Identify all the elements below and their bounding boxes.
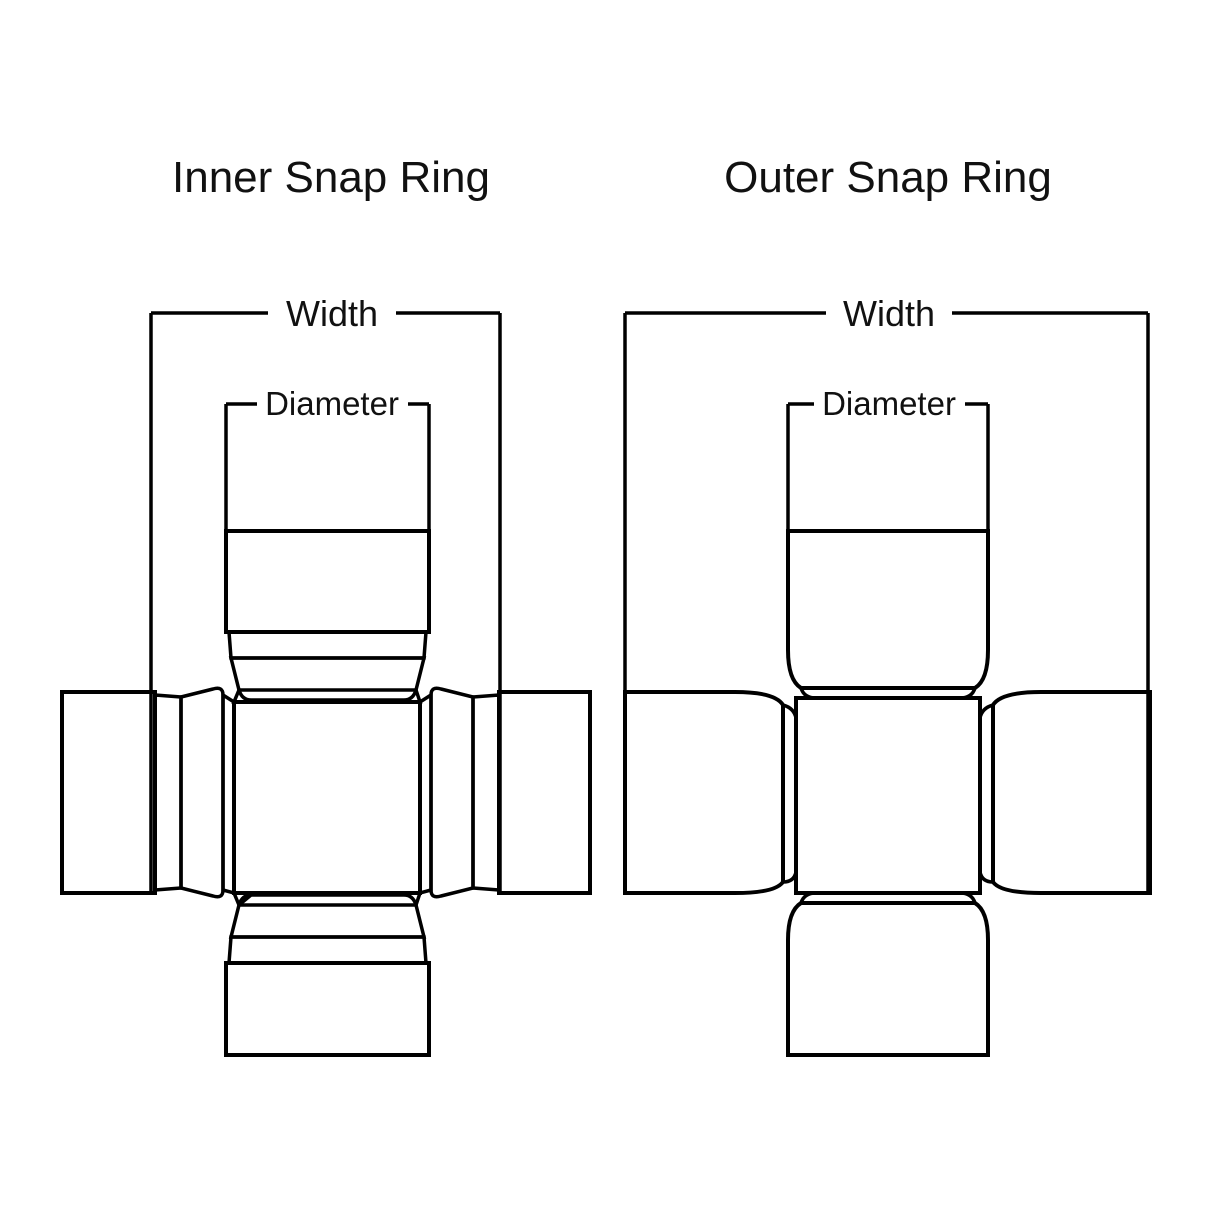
bearing-cap-top-outer [786,529,990,700]
panel-title-outer-snap-ring: Outer Snap Ring [724,153,1052,202]
snap-ring-groove-top-inner [227,630,428,660]
cap-taper-top-inner [228,656,427,702]
panel-outer-snap-ring: Outer Snap Ring Width Diameter [623,153,1152,1057]
diameter-dimension-outer: Diameter [786,385,990,531]
cap-taper-right-inner [429,686,475,899]
width-label-outer: Width [843,293,935,334]
snap-ring-groove-bottom-inner [227,935,428,965]
width-dimension-outer: Width [623,293,1150,893]
cap-shoulder-right-outer [978,702,995,884]
bearing-cap-top-inner [224,529,431,704]
bearing-cap-right-inner [418,686,592,899]
panel-inner-snap-ring: Inner Snap Ring Width Diameter [60,153,592,1057]
snap-ring-groove-left-inner [153,693,183,892]
bearing-cap-right-outer [978,690,1152,895]
cap-shoulder-bottom-outer [798,891,978,905]
diameter-label-outer: Diameter [822,385,956,422]
cap-shoulder-left-outer [781,702,798,884]
cap-body-right-outer [991,690,1152,895]
snap-ring-groove-right-inner [471,693,501,892]
cap-body-top-inner [224,529,431,634]
cap-body-left-outer [623,690,785,895]
cap-shoulder-left-inner [221,691,236,896]
bearing-cap-left-outer [623,690,798,895]
bearing-cap-left-inner [60,686,236,899]
cap-body-bottom-inner [224,961,431,1057]
cap-body-left-inner [60,690,157,895]
cross-center-body-outer [794,696,982,895]
cap-body-bottom-outer [786,901,990,1057]
cross-center-body-inner [232,700,422,895]
cap-shoulder-top-outer [798,686,978,700]
width-dimension-inner: Width [149,293,502,893]
cap-body-right-inner [497,690,592,895]
bearing-cap-bottom-outer [786,891,990,1057]
bearing-cap-bottom-inner [224,891,431,1057]
cap-taper-left-inner [179,686,225,899]
width-label-inner: Width [286,293,378,334]
cap-taper-bottom-inner [228,893,427,939]
cap-body-top-outer [786,529,990,690]
diameter-dimension-inner: Diameter [224,385,431,531]
panel-title-inner-snap-ring: Inner Snap Ring [172,153,490,202]
diameter-label-inner: Diameter [265,385,399,422]
